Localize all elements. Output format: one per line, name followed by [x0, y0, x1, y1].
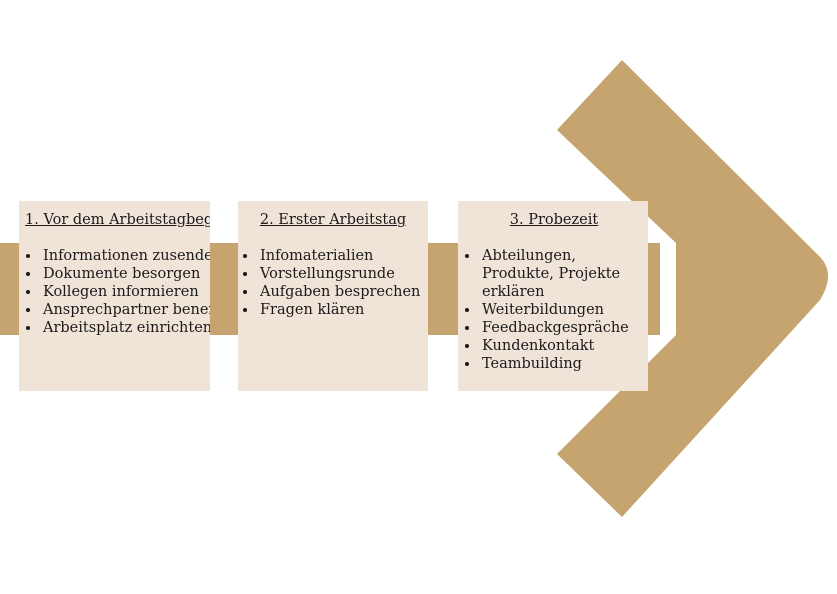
list-item: Teambuilding — [480, 355, 644, 373]
list-item: Fragen klären — [258, 301, 424, 319]
list-item: Weiterbildungen — [480, 301, 644, 319]
list-item: Aufgaben besprechen — [258, 283, 424, 301]
list-item: Vorstellungsrunde — [258, 265, 424, 283]
step-list-3: Abteilungen, Produkte, Projekte erklären… — [464, 247, 644, 373]
step-title-1: 1. Vor dem Arbeitstagbeginn — [25, 212, 210, 228]
arrow-chevron-head — [557, 60, 829, 517]
step-title-2: 2. Erster Arbeitstag — [259, 212, 407, 228]
list-item: Kollegen informieren — [41, 283, 206, 301]
list-item: Infomaterialien — [258, 247, 424, 265]
step-title-3: 3. Probezeit — [509, 212, 599, 228]
list-item: Feedbackgespräche — [480, 319, 644, 337]
step-list-1: Informationen zusenden Dokumente besorge… — [25, 247, 210, 337]
step-box-2: 2. Erster Arbeitstag Infomaterialien Vor… — [238, 201, 428, 391]
list-item: Ansprechpartner benennen — [41, 301, 210, 319]
list-item: Arbeitsplatz einrichten — [41, 319, 210, 337]
step-list-2: Infomaterialien Vorstellungsrunde Aufgab… — [242, 247, 424, 319]
list-item: Kundenkontakt — [480, 337, 644, 355]
list-item: Abteilungen, Produkte, Projekte erklären — [480, 247, 644, 301]
step-box-3: 3. Probezeit Abteilungen, Produkte, Proj… — [458, 201, 648, 391]
list-item: Dokumente besorgen — [41, 265, 206, 283]
list-item: Informationen zusenden — [41, 247, 210, 265]
step-box-1: 1. Vor dem Arbeitstagbeginn Informatione… — [19, 201, 210, 391]
